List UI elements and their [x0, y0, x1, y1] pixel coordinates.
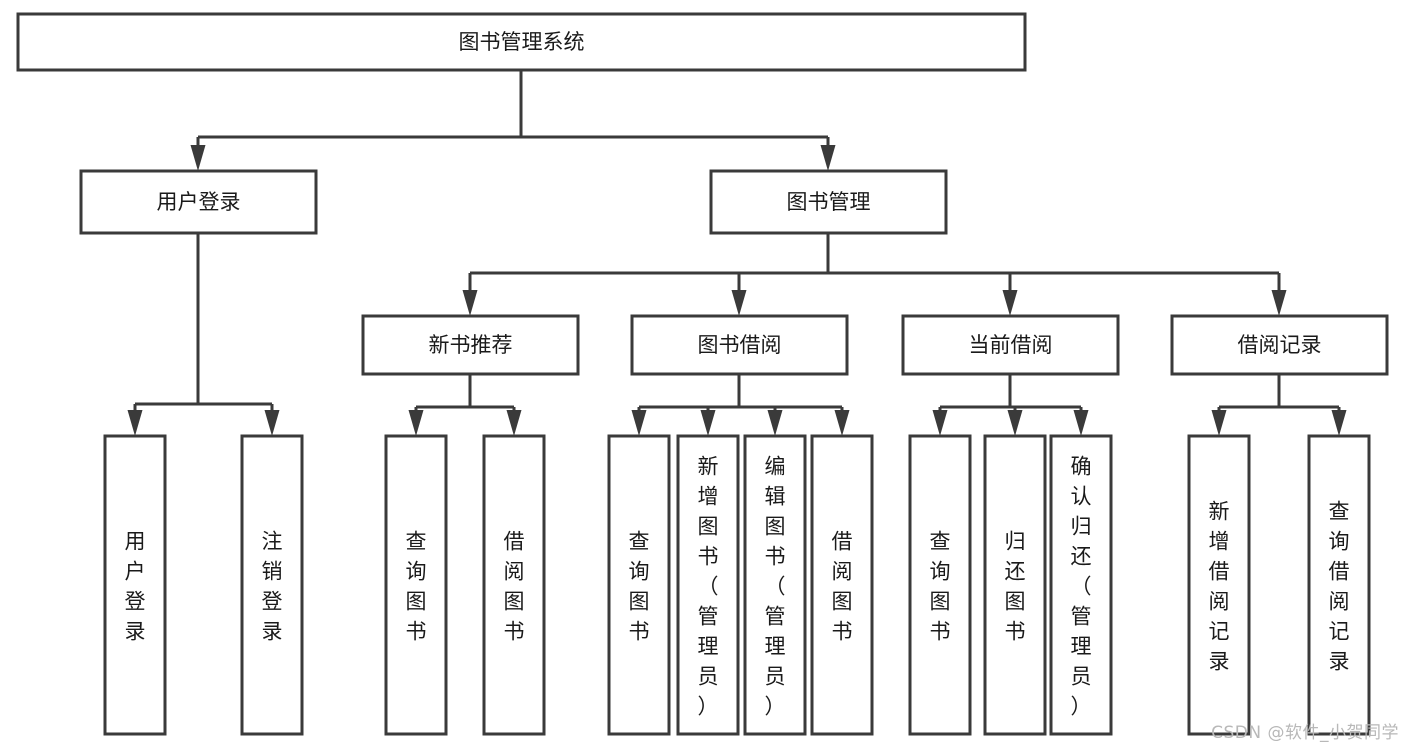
node-label: 编辑图书（管理员） — [765, 454, 786, 718]
node-leaf-query-book-2[interactable]: 查询图书 — [607, 434, 671, 736]
node-label: 查询图书 — [930, 529, 951, 643]
node-box[interactable] — [16, 12, 1027, 72]
connector-layer — [127, 70, 1347, 436]
node-leaf-query-book-3[interactable]: 查询图书 — [908, 434, 972, 736]
node-leaf-borrow-book-1[interactable]: 借阅图书 — [482, 434, 546, 736]
node-label: 当前借阅 — [969, 333, 1053, 357]
node-label: 借阅图书 — [504, 529, 525, 643]
node-box[interactable] — [743, 434, 807, 736]
node-label: 借阅图书 — [832, 529, 853, 643]
node-box[interactable] — [901, 314, 1120, 376]
arrow-head-icon — [1211, 410, 1227, 436]
node-leaf-add-book[interactable]: 新增图书（管理员） — [676, 434, 740, 736]
connector-group — [1211, 374, 1347, 436]
connector-group — [127, 233, 280, 436]
node-leaf-return-book[interactable]: 归还图书 — [983, 434, 1047, 736]
node-label: 确认归还（管理员） — [1071, 454, 1092, 718]
node-box[interactable] — [1170, 314, 1389, 376]
node-box[interactable] — [607, 434, 671, 736]
node-label: 新增图书（管理员） — [698, 454, 719, 718]
node-leaf-edit-book[interactable]: 编辑图书（管理员） — [743, 434, 807, 736]
node-leaf-query-record[interactable]: 查询借阅记录 — [1307, 434, 1371, 736]
arrow-head-icon — [932, 410, 948, 436]
node-leaf-borrow-book-2[interactable]: 借阅图书 — [810, 434, 874, 736]
node-box[interactable] — [482, 434, 546, 736]
node-box[interactable] — [79, 169, 318, 235]
arrow-head-icon — [834, 410, 850, 436]
connector-group — [631, 374, 850, 436]
arrow-head-icon — [1073, 410, 1089, 436]
node-book-borrow[interactable]: 图书借阅 — [630, 314, 849, 376]
connector-group — [408, 374, 522, 436]
arrow-head-icon — [506, 410, 522, 436]
node-box[interactable] — [361, 314, 580, 376]
arrow-head-icon — [462, 290, 478, 316]
node-box[interactable] — [384, 434, 448, 736]
node-root[interactable]: 图书管理系统 — [16, 12, 1027, 72]
node-box[interactable] — [810, 434, 874, 736]
connector-group — [462, 233, 1287, 316]
node-label: 图书管理系统 — [459, 30, 585, 54]
arrow-head-icon — [731, 290, 747, 316]
node-box[interactable] — [983, 434, 1047, 736]
node-label: 查询图书 — [406, 529, 427, 643]
arrow-head-icon — [820, 145, 836, 171]
arrow-head-icon — [767, 410, 783, 436]
node-borrow-record[interactable]: 借阅记录 — [1170, 314, 1389, 376]
node-box[interactable] — [908, 434, 972, 736]
arrow-head-icon — [631, 410, 647, 436]
node-box[interactable] — [1049, 434, 1113, 736]
node-label: 查询借阅记录 — [1329, 499, 1350, 673]
node-box[interactable] — [709, 169, 948, 235]
node-box[interactable] — [240, 434, 304, 736]
arrow-head-icon — [190, 145, 206, 171]
node-box[interactable] — [103, 434, 167, 736]
connector-group — [932, 374, 1089, 436]
node-user-login[interactable]: 用户登录 — [79, 169, 318, 235]
arrow-head-icon — [1271, 290, 1287, 316]
node-book-manage[interactable]: 图书管理 — [709, 169, 948, 235]
arrow-head-icon — [1002, 290, 1018, 316]
node-leaf-query-book-1[interactable]: 查询图书 — [384, 434, 448, 736]
node-leaf-add-record[interactable]: 新增借阅记录 — [1187, 434, 1251, 736]
node-label: 注销登录 — [262, 529, 283, 643]
node-box[interactable] — [1307, 434, 1371, 736]
connector-group — [190, 70, 836, 171]
arrow-head-icon — [408, 410, 424, 436]
node-box[interactable] — [630, 314, 849, 376]
node-current-borrow[interactable]: 当前借阅 — [901, 314, 1120, 376]
arrow-head-icon — [127, 410, 143, 436]
node-box[interactable] — [676, 434, 740, 736]
node-layer: 图书管理系统用户登录图书管理新书推荐图书借阅当前借阅借阅记录用户登录注销登录查询… — [16, 12, 1389, 736]
arrow-head-icon — [700, 410, 716, 436]
node-label: 新增借阅记录 — [1209, 499, 1230, 673]
node-label: 借阅记录 — [1238, 333, 1322, 357]
node-new-book-rec[interactable]: 新书推荐 — [361, 314, 580, 376]
node-label: 用户登录 — [157, 190, 241, 214]
node-leaf-user-login[interactable]: 用户登录 — [103, 434, 167, 736]
arrow-head-icon — [1007, 410, 1023, 436]
node-label: 查询图书 — [629, 529, 650, 643]
arrow-head-icon — [1331, 410, 1347, 436]
node-label: 图书借阅 — [698, 333, 782, 357]
node-label: 用户登录 — [125, 529, 146, 643]
node-label: 新书推荐 — [429, 333, 513, 357]
node-leaf-confirm-return[interactable]: 确认归还（管理员） — [1049, 434, 1113, 736]
node-box[interactable] — [1187, 434, 1251, 736]
node-label: 归还图书 — [1005, 529, 1026, 643]
node-leaf-logout[interactable]: 注销登录 — [240, 434, 304, 736]
arrow-head-icon — [264, 410, 280, 436]
node-label: 图书管理 — [787, 190, 871, 214]
